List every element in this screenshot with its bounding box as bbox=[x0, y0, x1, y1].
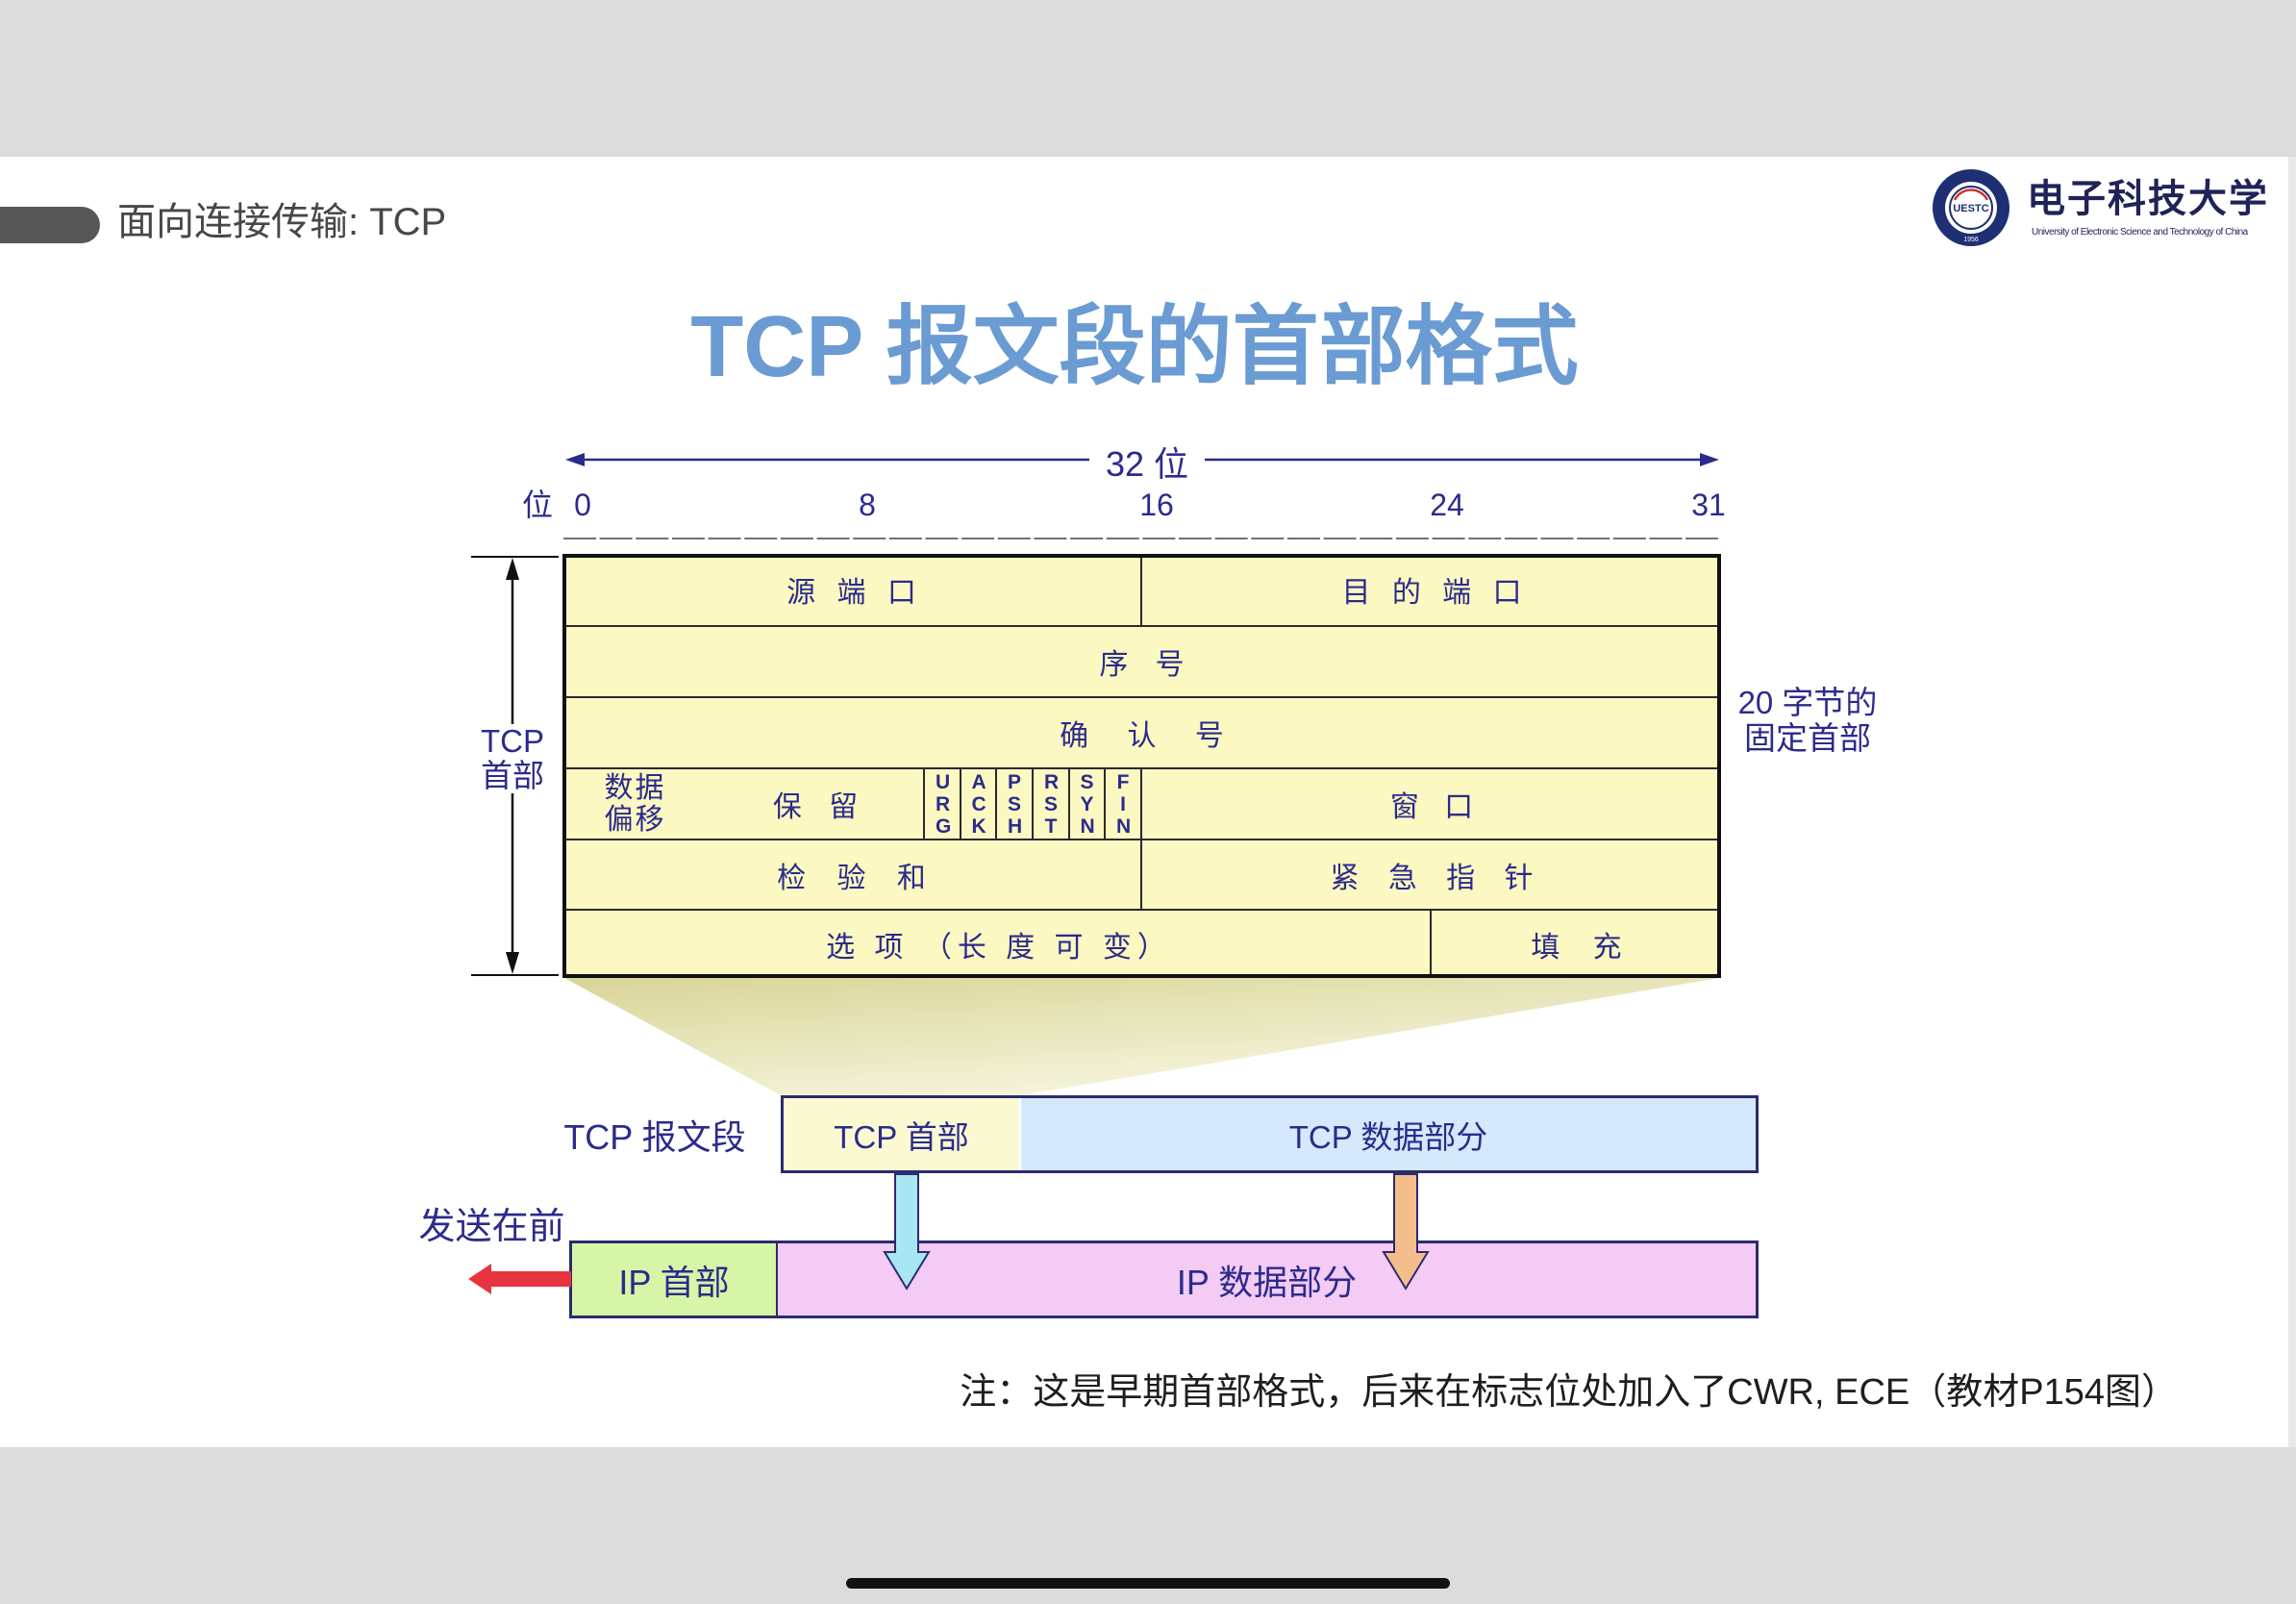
flag-label: PSH bbox=[1008, 770, 1023, 838]
bit-axis-label: 位 bbox=[521, 488, 553, 522]
field-window: 窗 口 bbox=[1142, 769, 1721, 839]
slide-edge bbox=[2288, 157, 2296, 1447]
field-label: 选 项 （长 度 可 变） bbox=[826, 932, 1172, 964]
ip-datagram-box: IP 首部 IP 数据部分 bbox=[569, 1241, 1759, 1318]
field-checksum: 检 验 和 bbox=[562, 840, 1142, 909]
flag-label: SYN bbox=[1080, 770, 1095, 838]
slide-title: TCP 报文段的首部格式 bbox=[690, 299, 1579, 395]
header-row-options: 选 项 （长 度 可 变） 填 充 bbox=[562, 911, 1721, 978]
field-ack-number: 确 认 号 bbox=[562, 698, 1721, 767]
bit-tick-label: 16 bbox=[1139, 488, 1174, 522]
bracket-label-line: TCP bbox=[481, 723, 544, 759]
bit-tick-label: 31 bbox=[1691, 488, 1726, 522]
footnote: 注：这是早期首部格式，后来在标志位处加入了CWR, ECE（教材P154图） bbox=[960, 1372, 2178, 1413]
field-label: 源 端 口 bbox=[786, 577, 923, 609]
header-row-checksum: 检 验 和 紧 急 指 针 bbox=[562, 840, 1721, 911]
header-row-sequence: 序 号 bbox=[562, 627, 1721, 698]
flag-ack: ACK bbox=[961, 769, 997, 839]
emblem-inner-ring bbox=[1949, 186, 1993, 230]
field-data-offset: 数据 偏移 bbox=[562, 769, 708, 839]
header-row-ack: 确 认 号 bbox=[562, 698, 1721, 769]
flag-rst: RST bbox=[1034, 769, 1070, 839]
tcp-header-part: TCP 首部 bbox=[784, 1098, 1021, 1170]
field-source-port: 源 端 口 bbox=[562, 554, 1142, 625]
field-label: 目 的 端 口 bbox=[1341, 577, 1529, 609]
flag-label: URG bbox=[936, 770, 952, 838]
university-emblem-icon: UESTC 1956 bbox=[1933, 169, 2009, 246]
emblem-text: UESTC bbox=[1953, 203, 1988, 214]
university-name-cn: 电子科技大学 bbox=[2027, 176, 2269, 221]
field-label: 紧 急 指 针 bbox=[1330, 862, 1544, 894]
field-reserved: 保 留 bbox=[708, 769, 925, 839]
width-label: 32 位 bbox=[1089, 443, 1205, 486]
field-label: 数据 bbox=[604, 772, 666, 804]
field-label: 填 充 bbox=[1531, 932, 1635, 964]
flag-syn: SYN bbox=[1070, 769, 1106, 839]
tcp-header-bracket-label: TCP 首部 bbox=[474, 724, 551, 793]
home-indicator[interactable] bbox=[846, 1578, 1450, 1589]
fixed-note-line: 固定首部 bbox=[1744, 720, 1871, 756]
flag-label: FIN bbox=[1116, 770, 1132, 838]
ip-data-part: IP 数据部分 bbox=[778, 1243, 1756, 1316]
header-row-flags: 数据 偏移 保 留 URG ACK PSH RST SYN FIN 窗 口 bbox=[562, 769, 1721, 840]
field-label: 窗 口 bbox=[1389, 791, 1483, 823]
bit-tick-label: 24 bbox=[1430, 488, 1464, 522]
tcp-data-label: TCP 数据部分 bbox=[1288, 1118, 1488, 1155]
field-label: 保 留 bbox=[772, 791, 868, 823]
field-options: 选 项 （长 度 可 变） bbox=[562, 911, 1432, 978]
field-label: 检 验 和 bbox=[777, 862, 937, 894]
tcp-segment-label: TCP 报文段 bbox=[563, 1117, 746, 1157]
flag-urg: URG bbox=[925, 769, 961, 839]
flag-psh: PSH bbox=[997, 769, 1034, 839]
section-marker bbox=[0, 207, 100, 243]
field-label: 确 认 号 bbox=[1060, 720, 1239, 752]
top-gray-bar bbox=[0, 0, 2296, 157]
bracket-label-line: 首部 bbox=[481, 758, 544, 793]
emblem-red-arc bbox=[1953, 188, 1989, 201]
field-padding: 填 充 bbox=[1432, 911, 1721, 978]
field-label: 偏移 bbox=[604, 804, 666, 836]
ip-header-label: IP 首部 bbox=[618, 1262, 730, 1302]
bit-tick-label: 8 bbox=[859, 488, 876, 522]
section-label: 面向连接传输: TCP bbox=[117, 201, 447, 243]
fixed-note-line: 20 字节的 bbox=[1737, 685, 1878, 720]
bottom-gray-bar bbox=[0, 1447, 2296, 1604]
flag-label: RST bbox=[1044, 770, 1060, 838]
tcp-header-label: TCP 首部 bbox=[834, 1118, 969, 1155]
field-sequence-number: 序 号 bbox=[562, 627, 1721, 696]
fixed-header-note: 20 字节的 固定首部 bbox=[1726, 685, 1889, 756]
field-destination-port: 目 的 端 口 bbox=[1142, 554, 1721, 625]
flag-label: ACK bbox=[971, 770, 986, 838]
send-first-label: 发送在前 bbox=[418, 1207, 565, 1247]
field-label: 序 号 bbox=[1099, 649, 1194, 681]
ip-header-part: IP 首部 bbox=[572, 1243, 778, 1316]
field-urgent-pointer: 紧 急 指 针 bbox=[1142, 840, 1721, 909]
header-row-ports: 源 端 口 目 的 端 口 bbox=[562, 554, 1721, 627]
tcp-segment-box: TCP 首部 TCP 数据部分 bbox=[781, 1095, 1759, 1173]
emblem-year: 1956 bbox=[1963, 237, 1979, 243]
flag-fin: FIN bbox=[1106, 769, 1142, 839]
bit-tick-label: 0 bbox=[574, 488, 591, 522]
ip-data-label: IP 数据部分 bbox=[1176, 1262, 1358, 1302]
tcp-data-part: TCP 数据部分 bbox=[1021, 1098, 1756, 1170]
university-name-en: University of Electronic Science and Tec… bbox=[2032, 227, 2248, 238]
